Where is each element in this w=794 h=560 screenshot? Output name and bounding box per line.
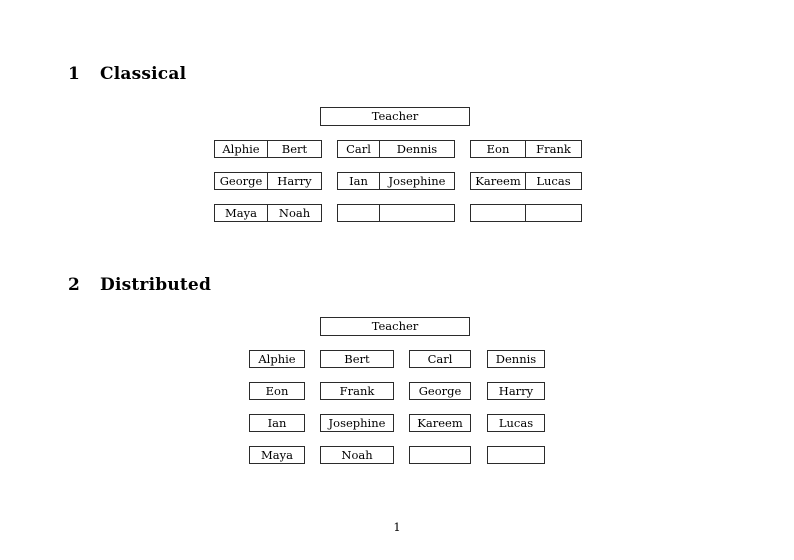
student-box: Josephine [320, 414, 394, 432]
student-box: Kareem [409, 414, 471, 432]
student-pair-row: Eon Frank [470, 140, 582, 158]
student-cell: Carl [346, 142, 371, 156]
page-number: 1 [393, 520, 401, 534]
student-box: Alphie [249, 350, 305, 368]
student-box-empty [409, 446, 471, 464]
section-number: 2 [68, 275, 81, 295]
student-box: Frank [320, 382, 394, 400]
student-cell: Kareem [475, 174, 521, 188]
section-number: 1 [68, 64, 81, 84]
student-pair-row: Kareem Lucas [470, 172, 582, 190]
student-box: Carl [409, 350, 471, 368]
student-cell-empty [471, 205, 525, 221]
student-cell-empty [379, 205, 454, 221]
student-pair-row: Ian Josephine [337, 172, 455, 190]
section-heading-classical: 1 Classical [68, 64, 186, 84]
student-box: Bert [320, 350, 394, 368]
student-box: Eon [249, 382, 305, 400]
student-cell-empty [525, 205, 581, 221]
student-box: Noah [320, 446, 394, 464]
section-heading-distributed: 2 Distributed [68, 275, 211, 295]
student-cell: Noah [267, 205, 321, 221]
section-title: Distributed [100, 275, 212, 295]
student-pair-row: George Harry [214, 172, 322, 190]
student-cell: Josephine [379, 173, 454, 189]
student-pair-row: Maya Noah [214, 204, 322, 222]
teacher-box-distributed: Teacher [320, 317, 470, 336]
student-cell: Frank [525, 141, 581, 157]
student-box-empty [487, 446, 545, 464]
section-title: Classical [100, 64, 187, 84]
student-pair-row: Carl Dennis [337, 140, 455, 158]
student-cell: Lucas [525, 173, 581, 189]
student-cell: Ian [349, 174, 368, 188]
student-pair-row-empty [337, 204, 455, 222]
student-pair-row: Alphie Bert [214, 140, 322, 158]
student-cell: Dennis [379, 141, 454, 157]
student-cell: Bert [267, 141, 321, 157]
student-box: Maya [249, 446, 305, 464]
student-cell: Eon [486, 142, 510, 156]
student-pair-row-empty [470, 204, 582, 222]
student-cell: Harry [267, 173, 321, 189]
student-box: Lucas [487, 414, 545, 432]
student-box: Harry [487, 382, 545, 400]
student-cell: Alphie [222, 142, 260, 156]
teacher-box-classical: Teacher [320, 107, 470, 126]
student-box: George [409, 382, 471, 400]
student-box: Dennis [487, 350, 545, 368]
student-box: Ian [249, 414, 305, 432]
student-cell: George [219, 174, 263, 188]
student-cell-empty [338, 205, 379, 221]
student-cell: Maya [225, 206, 257, 220]
